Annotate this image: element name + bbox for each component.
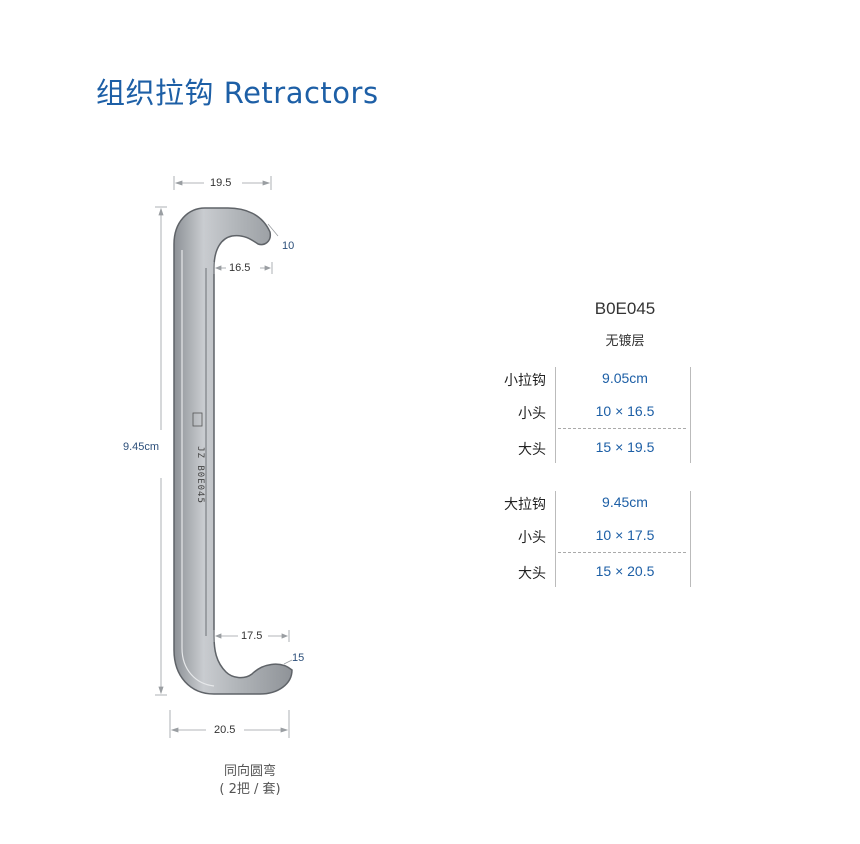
caption-line-2: ( 2把 / 套) bbox=[219, 782, 281, 797]
dim-top-width: 19.5 bbox=[210, 177, 232, 189]
dim-bottom-inner: 17.5 bbox=[241, 630, 263, 642]
spec-value: 9.05cm bbox=[602, 370, 648, 386]
divider bbox=[558, 428, 686, 429]
divider bbox=[558, 552, 686, 553]
spec-value: 10 × 17.5 bbox=[595, 527, 655, 543]
spec-label: 大头 bbox=[518, 566, 546, 582]
dim-bottom-tip: 15 bbox=[292, 652, 305, 664]
spec-value: 10 × 16.5 bbox=[595, 403, 655, 419]
dim-bottom-width: 20.5 bbox=[214, 724, 236, 736]
divider bbox=[690, 367, 691, 463]
spec-label: 大头 bbox=[518, 442, 546, 458]
model-number: B0E045 bbox=[594, 299, 656, 318]
divider bbox=[555, 491, 556, 587]
spec-label: 大拉钩 bbox=[504, 497, 546, 513]
spec-value: 15 × 19.5 bbox=[595, 439, 655, 455]
retractor-body bbox=[173, 207, 293, 695]
coating-note: 无镀层 bbox=[605, 334, 645, 349]
dim-length: 9.45cm bbox=[123, 441, 160, 453]
dim-top-inner: 16.5 bbox=[229, 262, 251, 274]
divider bbox=[555, 367, 556, 463]
spec-label: 小头 bbox=[518, 530, 546, 546]
caption-line-1: 同向圆弯 bbox=[223, 764, 276, 779]
page-title: 组织拉钩 Retractors bbox=[96, 76, 379, 110]
spec-label: 小拉钩 bbox=[504, 373, 546, 389]
spec-label: 小头 bbox=[518, 406, 546, 422]
dim-top-tip: 10 bbox=[282, 240, 295, 252]
spec-value: 15 × 20.5 bbox=[595, 563, 655, 579]
spec-value: 9.45cm bbox=[602, 494, 648, 510]
divider bbox=[690, 491, 691, 587]
